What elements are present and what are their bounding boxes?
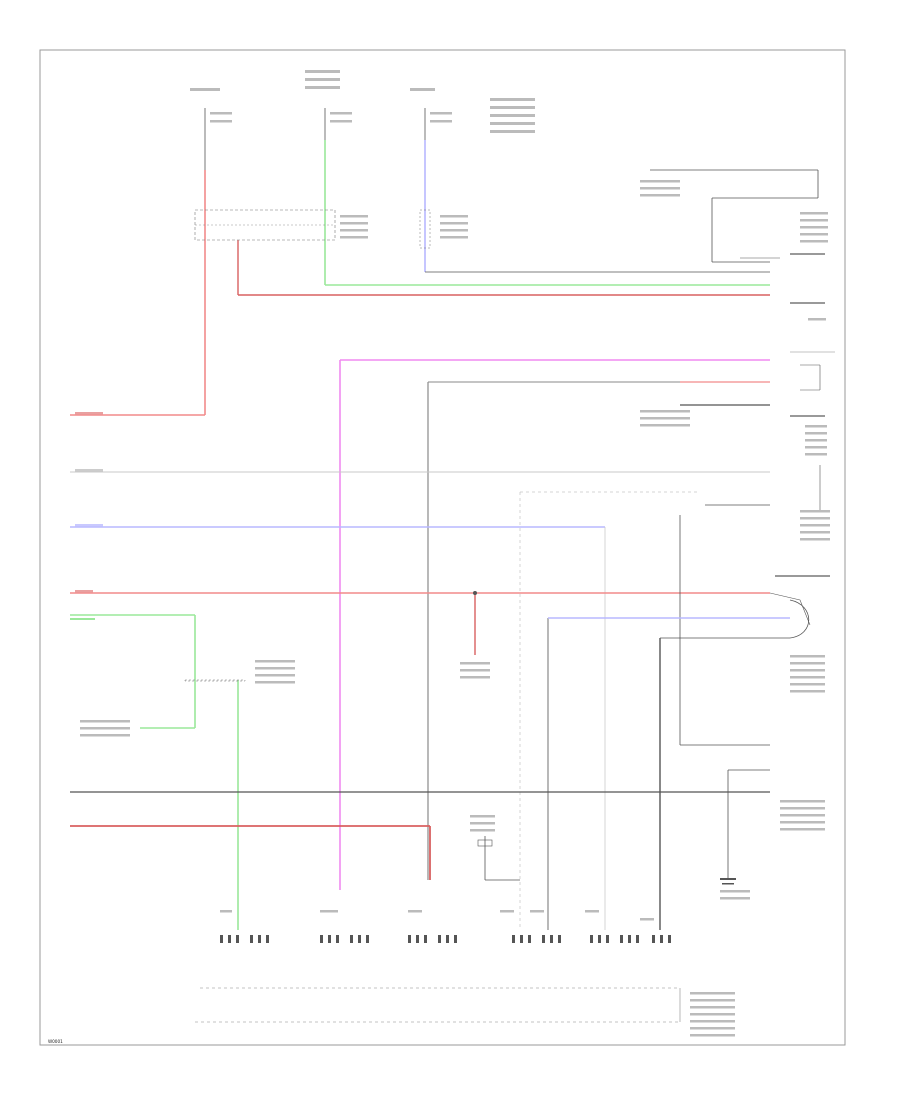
middle-section xyxy=(70,351,835,930)
lower-section xyxy=(70,769,825,1037)
footer-code: W0001 xyxy=(48,1039,63,1044)
fuse-labels xyxy=(190,70,828,321)
ecm-connectors xyxy=(220,935,671,943)
power-supply-section xyxy=(70,70,828,416)
diagram-frame xyxy=(39,49,846,1046)
